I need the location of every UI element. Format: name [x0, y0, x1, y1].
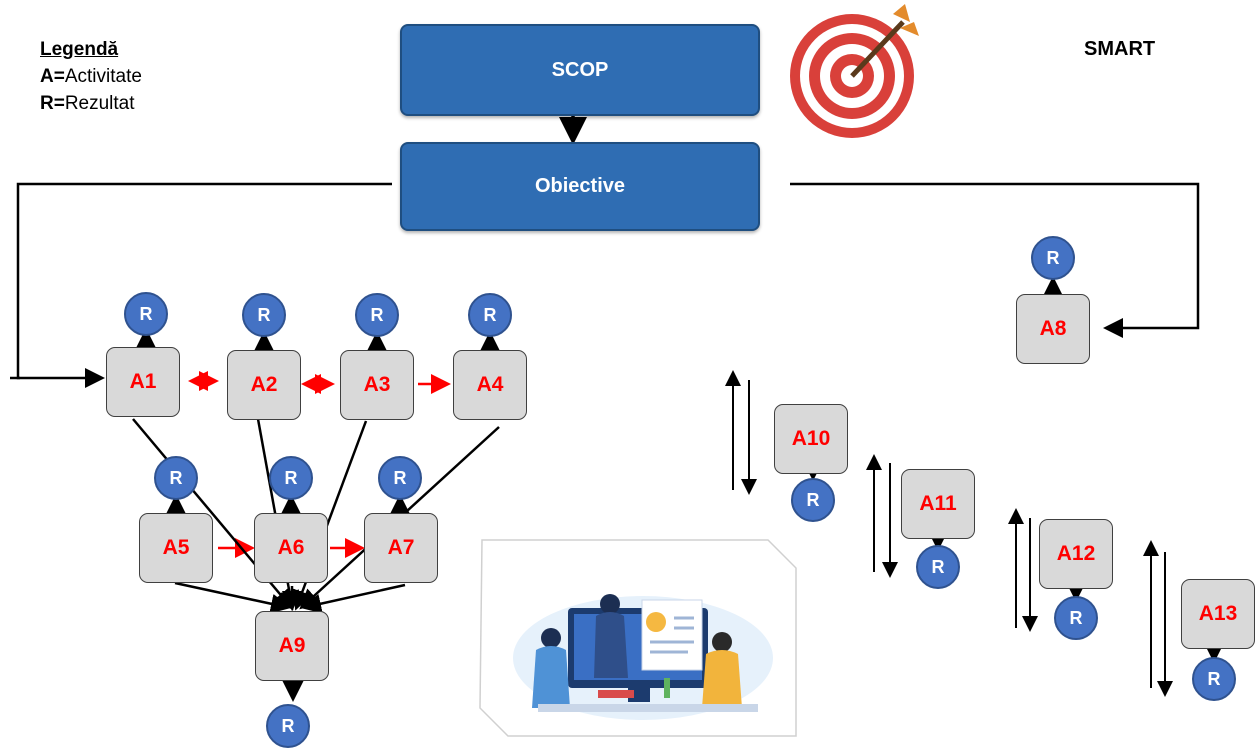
activity-a12: A12	[1039, 519, 1113, 589]
activity-a13: A13	[1181, 579, 1255, 649]
result-a11: R	[916, 545, 960, 589]
result-a10: R	[791, 478, 835, 522]
activity-a3: A3	[340, 350, 414, 420]
scop-box: SCOP	[400, 24, 760, 116]
bidirectional-pair-a10	[725, 370, 757, 495]
result-a8: R	[1031, 236, 1075, 280]
activity-a2: A2	[227, 350, 301, 420]
result-a7: R	[378, 456, 422, 500]
smart-label: SMART	[1084, 38, 1156, 60]
bidirectional-pair-a11	[866, 454, 898, 578]
presentation-illustration	[479, 539, 797, 737]
legend: Legendă A=Activitate R=Rezultat	[40, 36, 142, 117]
objectives-box: Obiective	[400, 142, 760, 231]
activity-a10: A10	[774, 404, 848, 474]
activity-a5: A5	[139, 513, 213, 583]
activity-a6: A6	[254, 513, 328, 583]
activity-a4: A4	[453, 350, 527, 420]
activity-a1: A1	[106, 347, 180, 417]
objectives-to-a1-connector	[16, 182, 392, 388]
result-a5: R	[154, 456, 198, 500]
activity-a9: A9	[255, 611, 329, 681]
legend-result: R=Rezultat	[40, 93, 135, 114]
bidirectional-pair-a12	[1008, 508, 1038, 632]
result-a12: R	[1054, 596, 1098, 640]
activity-a7: A7	[364, 513, 438, 583]
legend-title: Legendă	[40, 39, 119, 60]
result-a13: R	[1192, 657, 1236, 701]
activity-a8: A8	[1016, 294, 1090, 364]
objectives-to-a8-connector	[790, 182, 1200, 338]
result-a1: R	[124, 292, 168, 336]
legend-activity: A=Activitate	[40, 66, 142, 87]
activity-a11: A11	[901, 469, 975, 539]
result-a3: R	[355, 293, 399, 337]
result-a2: R	[242, 293, 286, 337]
result-a9: R	[266, 704, 310, 748]
result-a6: R	[269, 456, 313, 500]
target-icon	[790, 4, 919, 138]
result-a4: R	[468, 293, 512, 337]
bidirectional-pair-a13	[1143, 540, 1173, 697]
